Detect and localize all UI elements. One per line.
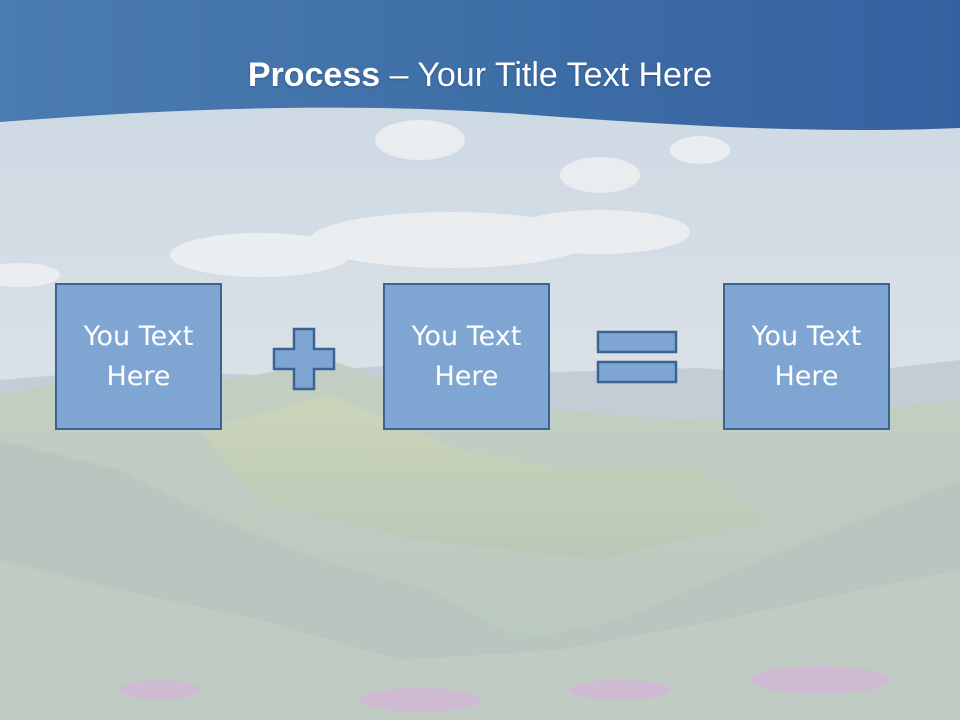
process-box-2-text: You Text Here [411, 320, 522, 392]
plus-icon [272, 327, 336, 391]
title-banner [0, 0, 960, 131]
process-box-1-text: You Text Here [83, 320, 194, 392]
process-box-1: You Text Here [55, 283, 222, 430]
equals-icon [596, 330, 678, 384]
process-box-3-text: You Text Here [751, 320, 862, 392]
slide-title: Process – Your Title Text Here [0, 52, 960, 98]
title-bold-word: Process [247, 56, 381, 94]
process-box-2: You Text Here [383, 283, 550, 430]
process-box-3: You Text Here [723, 283, 890, 430]
title-text: – Your Title Text Here [380, 56, 713, 94]
